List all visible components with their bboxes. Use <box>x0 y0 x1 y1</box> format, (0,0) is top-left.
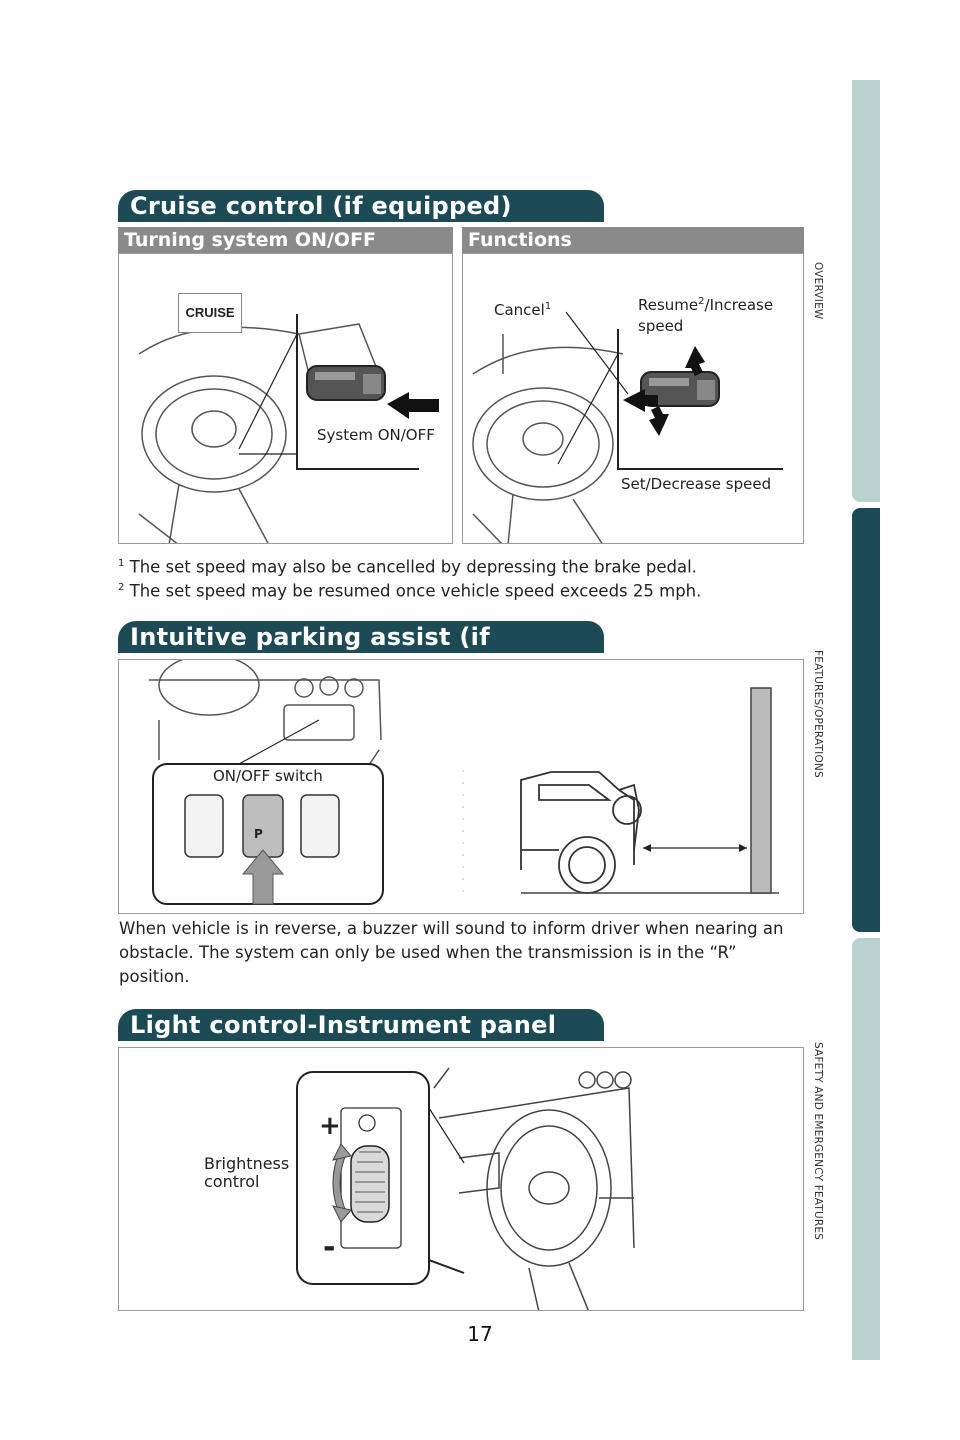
resume-label-line2: speed <box>638 317 684 335</box>
tab-overview-label: OVERVIEW <box>812 262 824 320</box>
parking-illustration: P <box>149 660 779 905</box>
footnote-1: 1 The set speed may also be cancelled by… <box>118 557 697 577</box>
parking-section-title: Intuitive parking assist (if equipped) <box>118 621 604 683</box>
up-arrow-icon <box>685 346 705 376</box>
plus-sign: + <box>319 1111 341 1141</box>
onoff-switch-label: ON/OFF switch <box>211 766 325 786</box>
press-arrow-icon <box>241 849 285 905</box>
steering-wheel-functions-illustration <box>472 311 783 543</box>
footnote-2: 2 The set speed may be resumed once vehi… <box>118 581 702 601</box>
cruise-onoff-illustration: CRUISE System ON/OFF <box>118 253 453 544</box>
tab-safety-emergency[interactable] <box>852 938 880 1360</box>
parking-assist-illustration: P ON/OFF switch <box>118 659 804 914</box>
light-section-title: Light control-Instrument panel <box>118 1009 604 1041</box>
cruise-section-title: Cruise control (if equipped) <box>118 190 604 222</box>
tab-safety-label: SAFETY AND EMERGENCY FEATURES <box>812 1042 824 1241</box>
press-arrow-icon <box>387 392 439 419</box>
dimmer-icon <box>358 1114 376 1132</box>
tab-features-label: FEATURES/OPERATIONS <box>812 650 824 778</box>
parking-switch-icon <box>242 794 284 858</box>
set-decrease-label: Set/Decrease speed <box>621 475 772 493</box>
parking-description: When vehicle is in reverse, a buzzer wil… <box>119 919 784 986</box>
brightness-dial-icon <box>350 1145 390 1223</box>
system-onoff-label: System ON/OFF <box>317 426 435 444</box>
page-number: 17 <box>467 1322 493 1346</box>
cruise-badge: CRUISE <box>178 293 242 333</box>
brightness-label-line2: control <box>204 1172 260 1191</box>
steering-wheel-illustration <box>138 314 439 543</box>
svg-text:P: P <box>254 827 263 841</box>
pull-arrow-icon <box>623 389 658 412</box>
resume-label: Resume2/Increase <box>638 296 774 314</box>
functions-header: Functions <box>462 227 804 253</box>
down-arrow-icon <box>649 406 669 436</box>
dashboard-drawing <box>149 660 382 766</box>
vehicle-icon <box>520 771 642 894</box>
cruise-functions-illustration: Cancel1 Resume2/Increase speed Set/Decre… <box>462 253 804 544</box>
cruise-lever-icon <box>640 371 720 407</box>
tab-features-operations[interactable] <box>852 508 880 932</box>
minus-sign: - <box>323 1230 336 1265</box>
obstacle-wall <box>750 687 772 894</box>
brightness-label-line1: Brightness <box>204 1154 290 1173</box>
cruise-lever-icon <box>306 365 386 401</box>
dashboard-drawing <box>433 1067 635 1310</box>
turning-system-header: Turning system ON/OFF <box>118 227 453 253</box>
tab-overview[interactable] <box>852 80 880 502</box>
light-control-illustration: Brightness control + - <box>118 1047 804 1311</box>
cancel-label: Cancel1 <box>494 301 552 319</box>
instrument-panel-illustration <box>296 1067 635 1310</box>
